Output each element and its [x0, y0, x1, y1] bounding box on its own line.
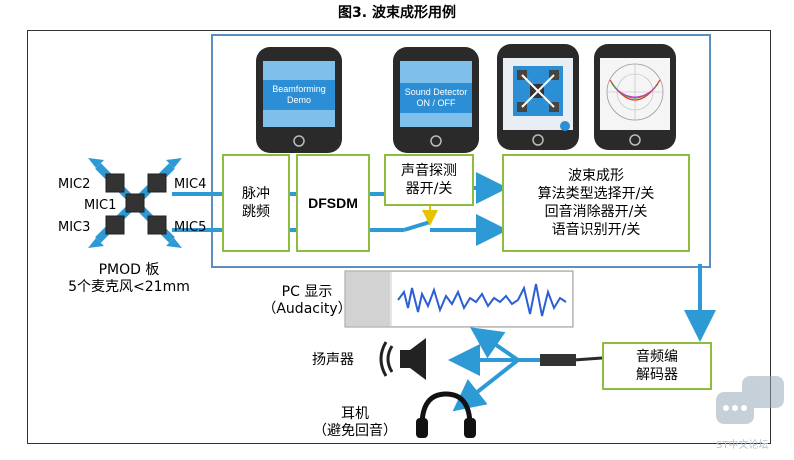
forum-logo [716, 376, 784, 424]
phone-polar-plot [594, 44, 676, 150]
audio-codec-block: 音频编 解码器 [602, 342, 712, 390]
pc-display-label: PC 显示 （Audacity） [262, 284, 352, 317]
audio-jack [540, 354, 576, 366]
mic2-label: MIC2 [58, 177, 91, 192]
speaker-label: 扬声器 [312, 352, 354, 368]
mic-array [88, 158, 182, 248]
audacity-window [344, 270, 574, 328]
figure-title: 图3. 波束成形用例 [338, 5, 456, 21]
phone-sound-detector-text: Sound Detector ON / OFF [404, 87, 468, 108]
figure-frame [27, 30, 771, 444]
phone-beamforming-text: Beamforming Demo [272, 84, 326, 105]
mic3-label: MIC3 [58, 220, 91, 235]
board-outline [211, 34, 711, 268]
pmod-label: PMOD 板 5个麦克风<21mm [68, 262, 190, 295]
speaker-icon [379, 338, 426, 380]
headphone-label: 耳机 （避免回音） [313, 406, 397, 439]
phone-sound-detector [393, 47, 479, 153]
beamforming-block: 波束成形 算法类型选择开/关 回音消除器开/关 语音识别开/关 [502, 154, 690, 252]
phone-beamforming-demo [256, 47, 342, 153]
mic4-label: MIC4 [174, 177, 207, 192]
mic1-label: MIC1 [84, 198, 117, 213]
headphone-icon [416, 391, 476, 438]
pulse-hop-block: 脉冲 跳频 [222, 154, 290, 252]
forum-watermark: ST中文论坛 [716, 440, 769, 451]
mic5-label: MIC5 [174, 220, 207, 235]
dfsdm-block: DFSDM [296, 154, 370, 252]
phone-mic-array [497, 44, 579, 150]
sound-detector-block: 声音探测 器开/关 [384, 154, 474, 206]
